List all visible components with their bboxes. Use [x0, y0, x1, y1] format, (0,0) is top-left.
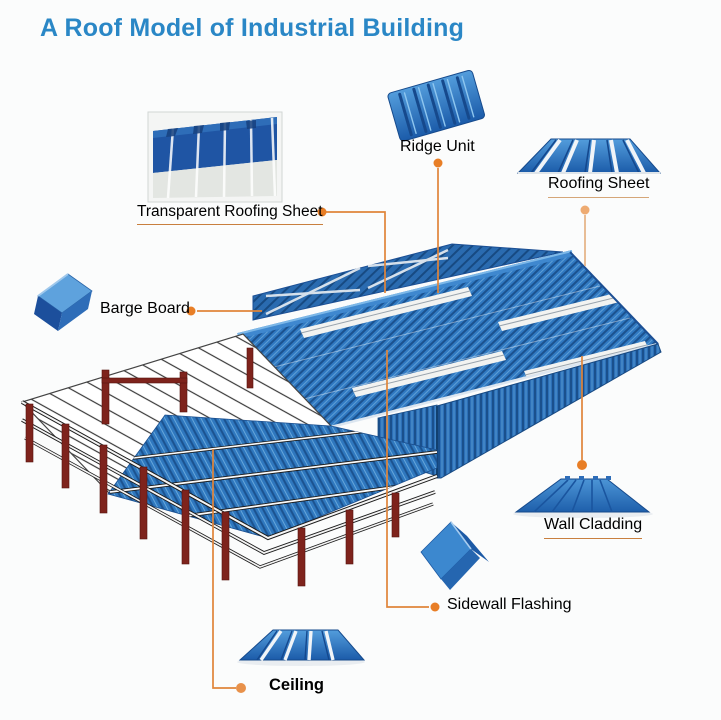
building-model	[20, 243, 662, 587]
ridge-cap	[237, 250, 573, 339]
label-ridge-unit: Ridge Unit	[400, 138, 475, 155]
wall-cladding-image	[513, 476, 653, 518]
dot-wall-cladding	[577, 460, 587, 470]
label-sidewall-flashing: Sidewall Flashing	[447, 596, 572, 613]
roofing-sheet-image	[516, 138, 662, 175]
ridge-unit-image	[387, 69, 485, 142]
transparent-roofing-sheet-image	[147, 111, 283, 203]
eave-gutter	[330, 342, 659, 429]
label-transparent-roofing-sheet: Transparent Roofing Sheet	[137, 203, 323, 226]
connector-lines	[197, 168, 586, 689]
label-ceiling: Ceiling	[269, 676, 325, 694]
dot-ridge-unit	[433, 158, 443, 168]
connector-sidewall-flashing	[386, 350, 429, 608]
dot-transparent-roofing-sheet	[317, 207, 327, 217]
main-roof-slope	[239, 251, 659, 429]
connector-ceiling	[212, 449, 236, 689]
portal-frame	[101, 347, 254, 425]
connector-dots	[186, 158, 590, 693]
far-roof-slope	[252, 243, 564, 321]
dot-sidewall-flashing	[430, 602, 440, 612]
ceiling-deck	[107, 414, 438, 539]
page-title: A Roof Model of Industrial Building	[40, 14, 465, 42]
label-roofing-sheet: Roofing Sheet	[548, 175, 650, 198]
label-wall-cladding: Wall Cladding	[544, 516, 643, 539]
barge-board-image	[34, 273, 93, 331]
dot-barge-board	[186, 306, 196, 316]
sidewall-flashing-image	[420, 521, 489, 590]
dot-ceiling	[236, 683, 246, 693]
ceiling-image	[237, 629, 366, 666]
right-gable-edge	[569, 251, 659, 345]
dot-roofing-sheet	[580, 205, 590, 215]
label-barge-board: Barge Board	[100, 300, 190, 317]
connector-transparent-roofing-sheet	[326, 211, 386, 293]
steel-columns	[25, 403, 400, 587]
roof-bracing-x	[265, 248, 449, 316]
